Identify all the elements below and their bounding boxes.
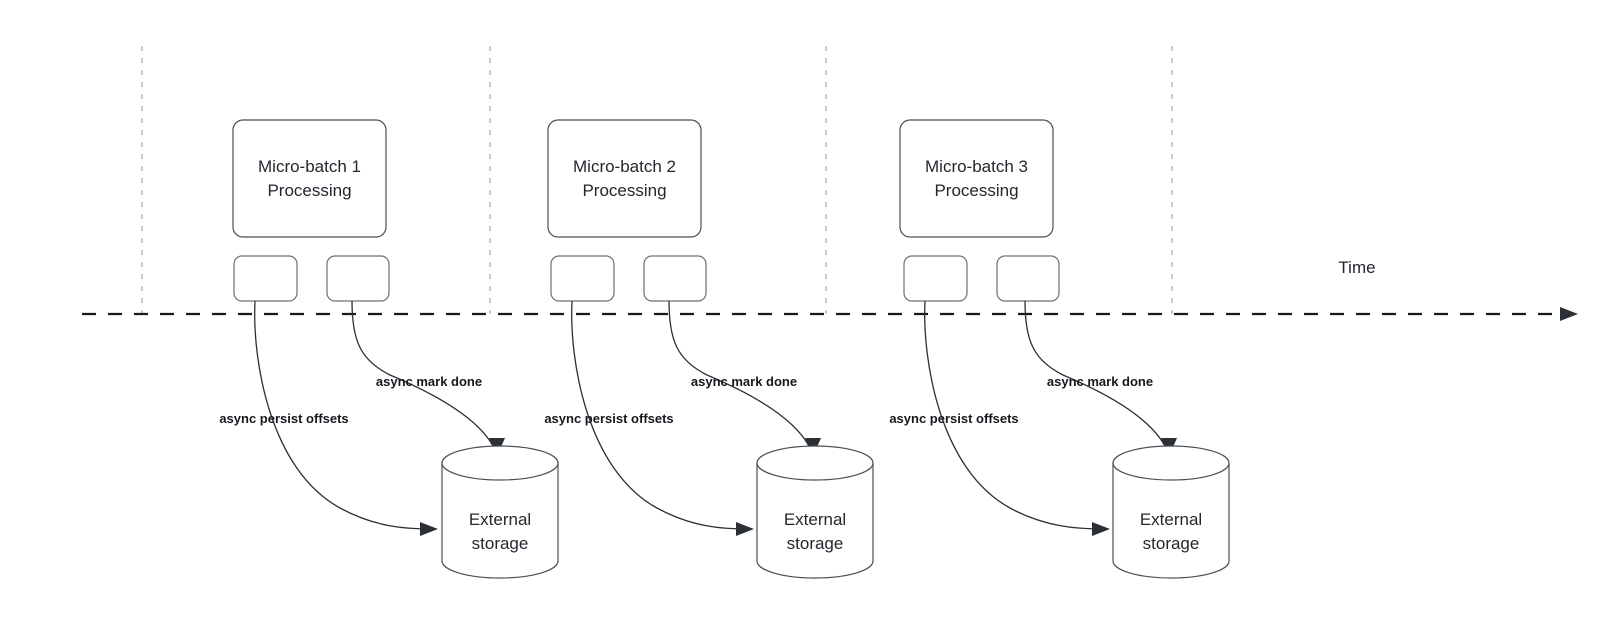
async-persist-offsets-2-path	[571, 300, 749, 530]
group-3: Micro-batch 3 Processing async persist off…	[889, 119, 1230, 579]
external-storage-cylinder-body-2[interactable]	[756, 462, 874, 579]
external-storage-cylinder-top-2	[756, 445, 874, 481]
task-box-2a[interactable]	[550, 255, 615, 302]
micro-batch-box-label-line2-3: Processing	[934, 181, 1018, 200]
micro-batch-box-1[interactable]	[232, 119, 387, 238]
async-persist-offsets-3-label: async persist offsets	[889, 411, 1018, 426]
external-storage-label-line1-3: External	[1140, 510, 1202, 529]
external-storage-cylinder-top-1	[441, 445, 559, 481]
external-storage-cylinder-body-1[interactable]	[441, 462, 559, 579]
task-box-3a[interactable]	[903, 255, 968, 302]
task-box-1a[interactable]	[233, 255, 298, 302]
external-storage-label-line2-2: storage	[787, 534, 844, 553]
micro-batch-box-2[interactable]	[547, 119, 702, 238]
tick-lines-group	[141, 46, 1173, 314]
task-box-2b[interactable]	[643, 255, 707, 302]
micro-batch-box-label-line1-2: Micro-batch 2	[573, 157, 676, 176]
task-box-3b[interactable]	[996, 255, 1060, 302]
external-storage-cylinder-body-3[interactable]	[1112, 462, 1230, 579]
micro-batch-box-label-line1-1: Micro-batch 1	[258, 157, 361, 176]
time-axis-group: Time	[82, 258, 1578, 321]
async-persist-offsets-1-path	[254, 300, 433, 530]
async-mark-done-1-path	[351, 300, 495, 449]
task-box-1b[interactable]	[326, 255, 390, 302]
external-storage-label-line1-2: External	[784, 510, 846, 529]
async-mark-done-2-label: async mark done	[691, 374, 797, 389]
micro-batch-box-label-line2-1: Processing	[267, 181, 351, 200]
async-persist-offsets-2-label: async persist offsets	[544, 411, 673, 426]
micro-batch-box-label-line2-2: Processing	[582, 181, 666, 200]
async-mark-done-3-path	[1024, 300, 1167, 449]
async-mark-done-3-label: async mark done	[1047, 374, 1153, 389]
async-persist-offsets-2-arrowhead-icon	[736, 522, 754, 536]
time-axis-label: Time	[1338, 258, 1375, 277]
external-storage-label-line2-1: storage	[472, 534, 529, 553]
async-mark-done-2-path	[668, 300, 811, 449]
micro-batch-box-label-line1-3: Micro-batch 3	[925, 157, 1028, 176]
external-storage-cylinder-top-3	[1112, 445, 1230, 481]
micro-batch-groups: Micro-batch 1 Processing async persist off…	[219, 119, 1230, 579]
time-axis-arrowhead-icon	[1560, 307, 1578, 321]
async-persist-offsets-1-label: async persist offsets	[219, 411, 348, 426]
external-storage-label-line2-3: storage	[1143, 534, 1200, 553]
async-persist-offsets-3-arrowhead-icon	[1092, 522, 1110, 536]
async-persist-offsets-3-path	[924, 300, 1105, 530]
async-persist-offsets-1-arrowhead-icon	[420, 522, 438, 536]
micro-batch-box-3[interactable]	[899, 119, 1054, 238]
async-mark-done-1-label: async mark done	[376, 374, 482, 389]
group-2: Micro-batch 2 Processing async persist off…	[544, 119, 874, 579]
group-1: Micro-batch 1 Processing async persist off…	[219, 119, 559, 579]
external-storage-label-line1-1: External	[469, 510, 531, 529]
